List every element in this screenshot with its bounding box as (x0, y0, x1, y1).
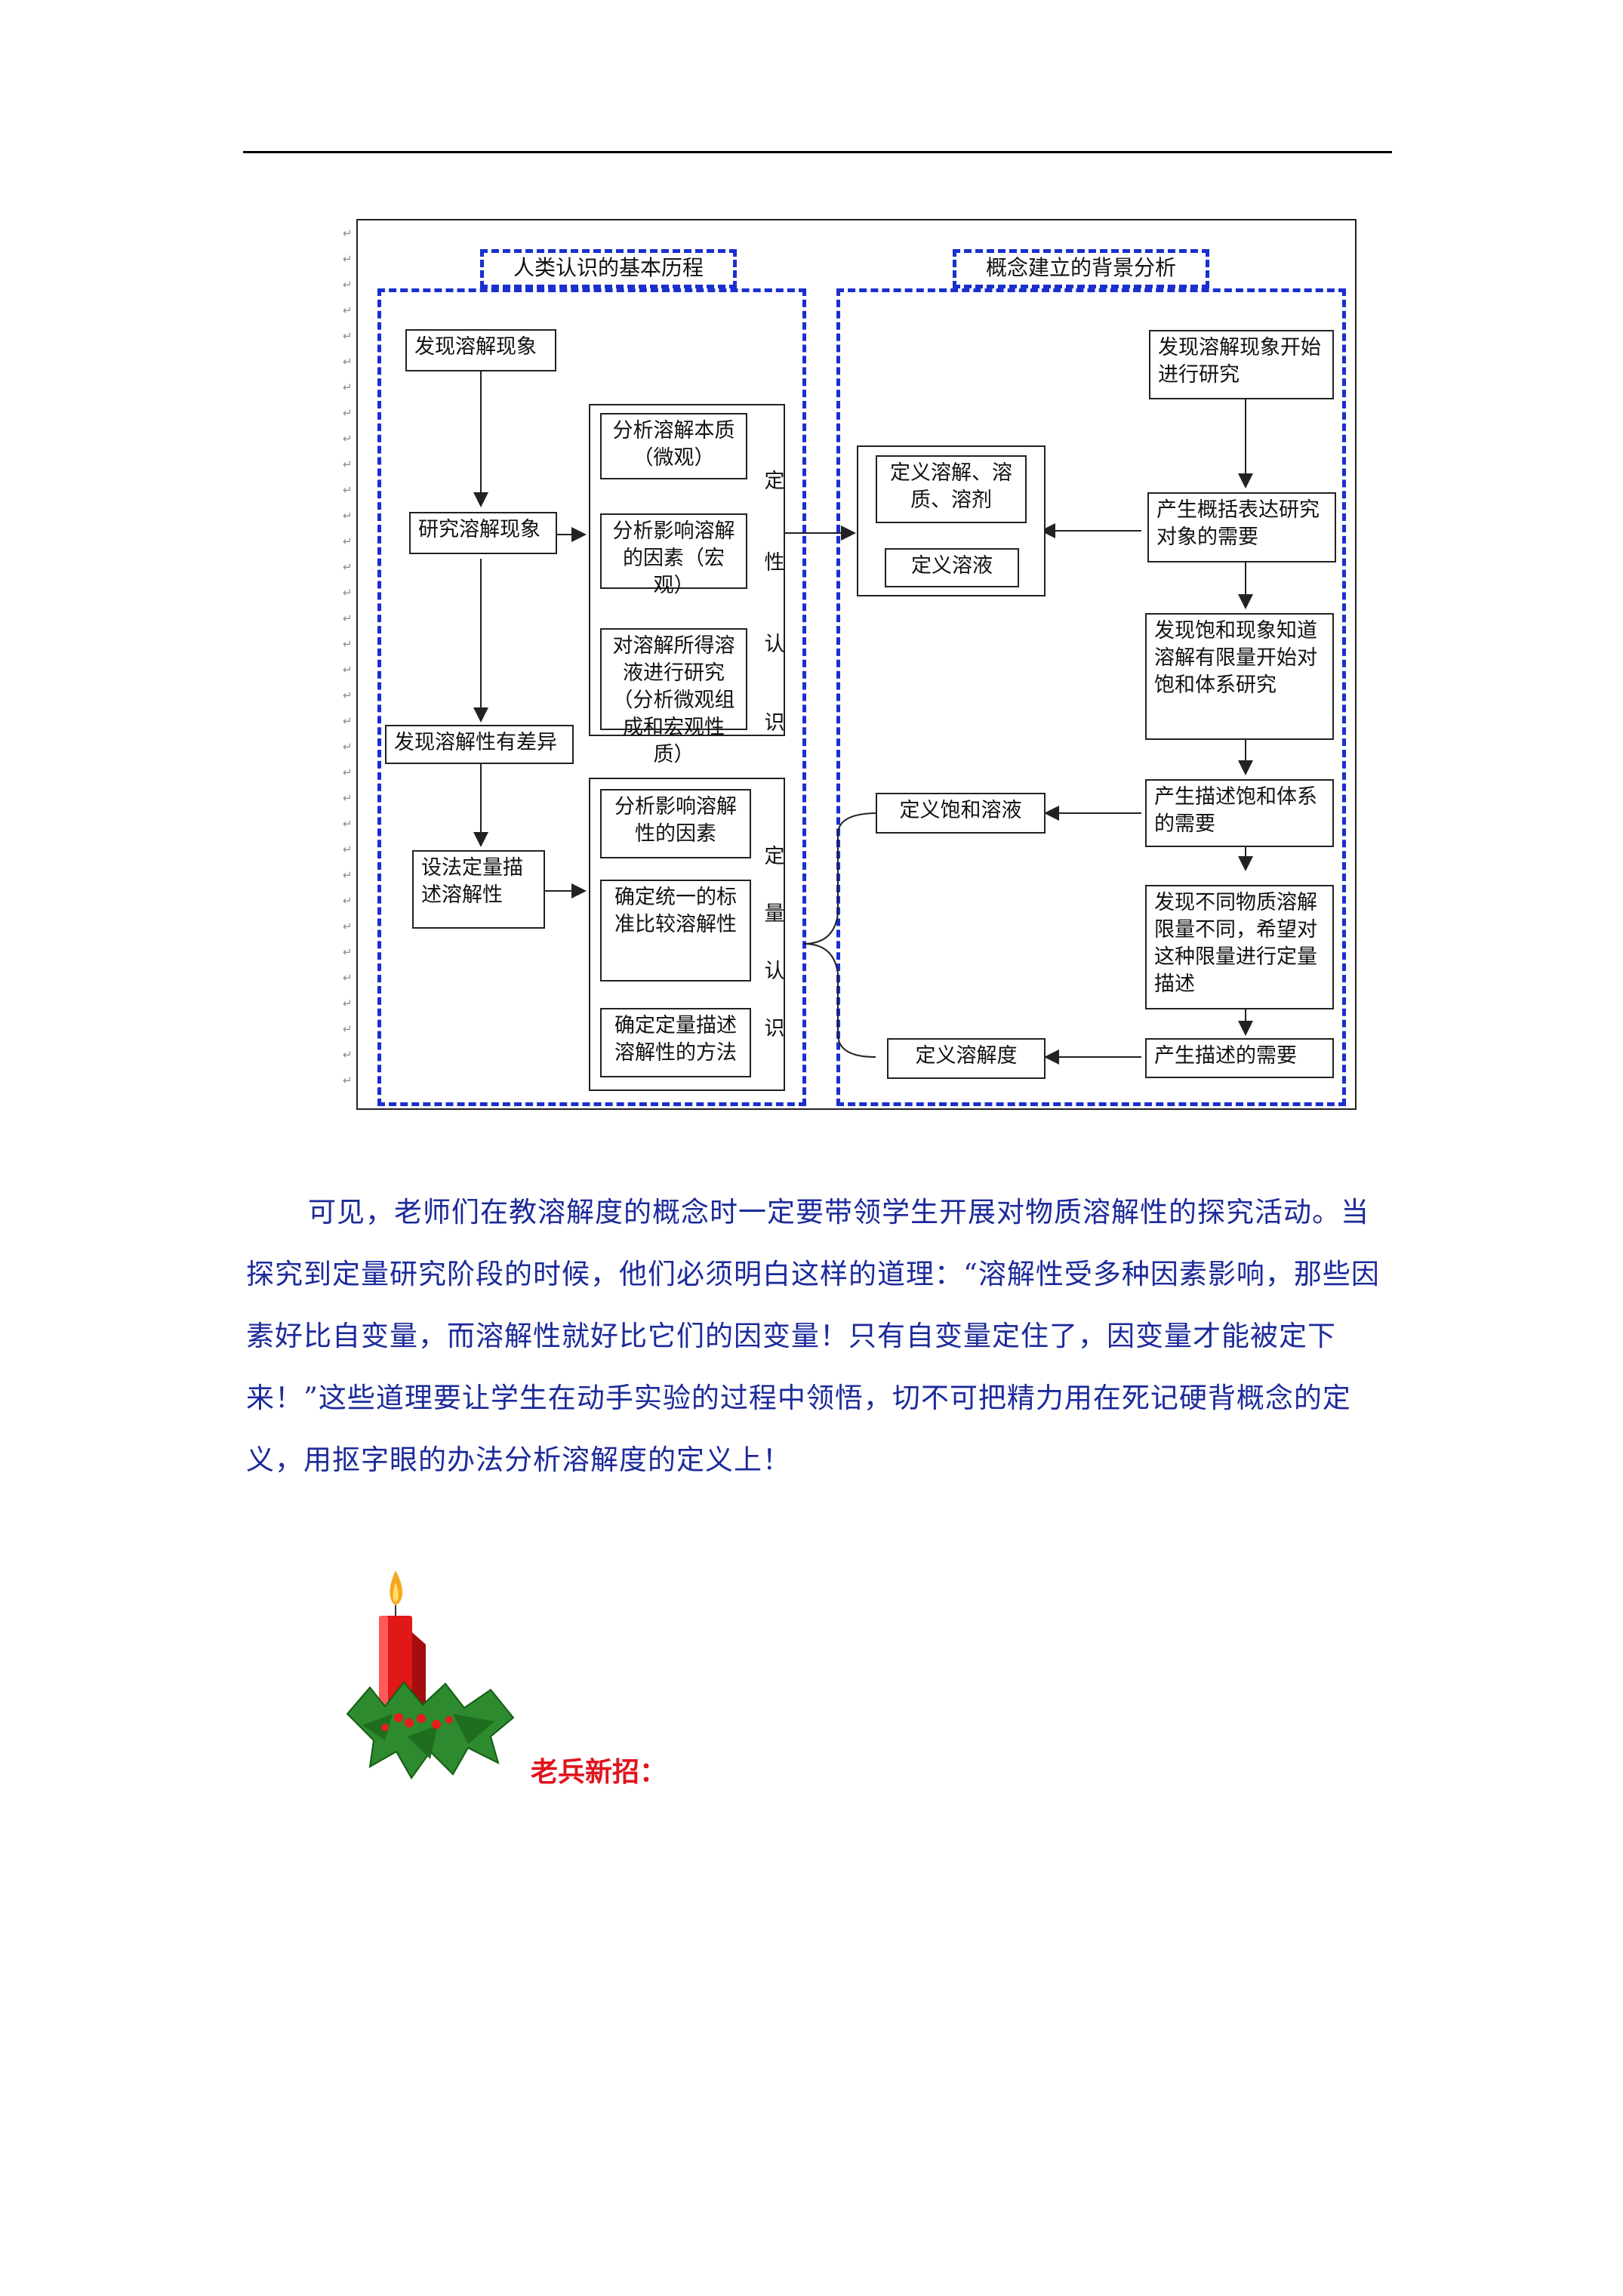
paragraph-mark-icon: ↵ (343, 1022, 353, 1036)
brace-top (803, 812, 876, 945)
right-step-3: 发现饱和现象知道溶解有限量开始对饱和体系研究 (1145, 613, 1334, 740)
paragraph-mark-icon: ↵ (343, 278, 353, 291)
connector-lines (473, 371, 1253, 1065)
qual-item-micro: 分析溶解本质（微观） (600, 413, 747, 479)
box-discover-dissolution: 发现溶解现象 (405, 329, 556, 371)
candle-wreath-icon (346, 1570, 515, 1780)
right-panel (836, 288, 1346, 1106)
paragraph-mark-icon: ↵ (343, 509, 353, 522)
paragraph-mark-icon: ↵ (343, 329, 353, 343)
paragraph-mark-icon: ↵ (343, 791, 353, 805)
paragraph-mark-icon: ↵ (343, 381, 353, 394)
paragraph-mark-icon: ↵ (343, 432, 353, 445)
box-quantitative-describe: 设法定量描述溶解性 (412, 850, 545, 929)
right-header: 概念建立的背景分析 (953, 249, 1209, 288)
paragraph-mark-icon: ↵ (343, 971, 353, 985)
left-panel (377, 288, 806, 1106)
paragraph-mark-icon: ↵ (343, 406, 353, 420)
paragraph-mark-icon: ↵ (343, 1048, 353, 1062)
def-solution: 定义溶液 (885, 548, 1019, 587)
def-dissolve-solute-solvent: 定义溶解、溶质、溶剂 (876, 455, 1027, 523)
paragraph-mark-icon: ↵ (343, 458, 353, 471)
def-solubility: 定义溶解度 (887, 1038, 1046, 1079)
tip-label: 老兵新招： (531, 1756, 667, 1788)
paragraph-mark-icon: ↵ (343, 637, 353, 651)
paragraph-mark-icon: ↵ (343, 586, 353, 599)
body-paragraph: 可见，老师们在教溶解度的概念时一定要带领学生开展对物质溶解性的探究活动。当探究到… (246, 1196, 1380, 1476)
diagram-frame (356, 219, 1357, 1110)
paragraph-mark-icon: ↵ (343, 304, 353, 317)
paragraph-mark-icon: ↵ (343, 920, 353, 933)
brace-bottom (803, 943, 876, 1058)
paragraph-mark-icon: ↵ (343, 252, 353, 266)
paragraph-mark-icon: ↵ (343, 227, 353, 240)
paragraph-mark-icon: ↵ (343, 689, 353, 702)
box-research-dissolution: 研究溶解现象 (409, 512, 557, 554)
left-header: 人类认识的基本历程 (480, 249, 737, 288)
paragraph-mark-icon: ↵ (343, 1074, 353, 1087)
right-step-4: 产生描述饱和体系的需要 (1145, 779, 1334, 847)
paragraph-mark-icon: ↵ (343, 483, 353, 497)
paragraph-mark-icon: ↵ (343, 997, 353, 1010)
label-quantitative: 定 量 认 识 (764, 845, 785, 1040)
qual-item-solution: 对溶解所得溶液进行研究（分析微观组成和宏观性质） (600, 628, 747, 766)
right-step-1: 发现溶解现象开始进行研究 (1149, 330, 1334, 399)
right-step-6: 产生描述的需要 (1145, 1038, 1334, 1078)
def-saturated-solution: 定义饱和溶液 (876, 793, 1046, 834)
paragraph-marks: ↵ ↵ ↵ ↵ ↵ ↵ ↵ ↵ ↵ ↵ ↵ ↵ ↵ ↵ ↵ ↵ ↵ ↵ ↵ ↵ ↵ ↵ ↵ ↵ ↵ ↵ ↵ ↵ ↵ ↵ ↵ ↵ ↵ ↵ (343, 219, 358, 1110)
paragraph-mark-icon: ↵ (343, 663, 353, 676)
paragraph-mark-icon: ↵ (343, 355, 353, 368)
quant-item-standard: 确定统一的标准比较溶解性 (600, 880, 751, 982)
paragraph-mark-icon: ↵ (343, 535, 353, 548)
paragraph-mark-icon: ↵ (343, 868, 353, 882)
paragraph-mark-icon: ↵ (343, 945, 353, 959)
paragraph-mark-icon: ↵ (343, 612, 353, 625)
paragraph-mark-icon: ↵ (343, 560, 353, 574)
paragraph-mark-icon: ↵ (343, 714, 353, 728)
header-rule (243, 151, 1392, 153)
paragraph-mark-icon: ↵ (343, 843, 353, 856)
right-step-5: 发现不同物质溶解限量不同，希望对这种限量进行定量描述 (1145, 885, 1334, 1009)
quant-item-factors: 分析影响溶解性的因素 (600, 789, 751, 858)
label-qualitative: 定 性 认 识 (764, 470, 785, 735)
box-solubility-difference: 发现溶解性有差异 (385, 725, 574, 764)
paragraph-mark-icon: ↵ (343, 766, 353, 779)
paragraph-mark-icon: ↵ (343, 740, 353, 754)
qual-item-macro: 分析影响溶解的因素（宏观） (600, 513, 747, 597)
paragraph-mark-icon: ↵ (343, 894, 353, 908)
right-step-2: 产生概括表达研究对象的需要 (1147, 492, 1336, 562)
paragraph-mark-icon: ↵ (343, 817, 353, 831)
quant-item-method: 确定定量描述溶解性的方法 (600, 1008, 751, 1077)
